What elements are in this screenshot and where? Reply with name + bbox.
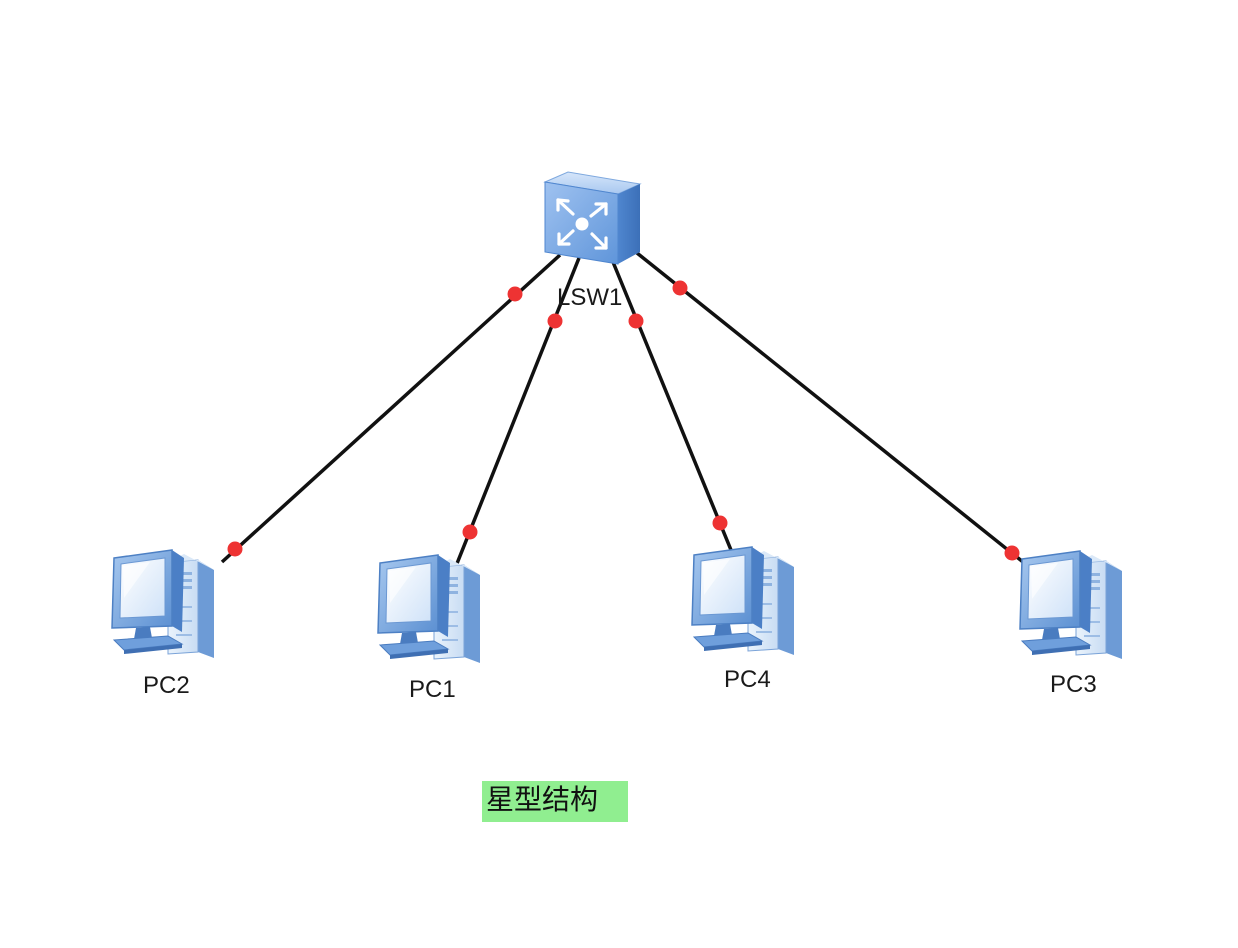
pc-node-pc3[interactable]: PC3 — [1019, 550, 1123, 698]
port-dot — [547, 313, 563, 329]
link-lsw1-pc1[interactable] — [454, 257, 581, 567]
port-dot — [507, 286, 523, 302]
pc-icon — [1019, 550, 1123, 660]
switch-icon — [543, 171, 642, 265]
pc-node-pc4[interactable]: PC4 — [691, 546, 795, 693]
links-layer — [220, 251, 1035, 572]
pc-node-pc2[interactable]: PC2 — [111, 549, 215, 699]
port-dot — [628, 313, 644, 329]
link-lsw1-pc2[interactable] — [220, 253, 562, 564]
port-dot — [227, 541, 243, 557]
pc-label-pc3: PC3 — [1050, 671, 1097, 698]
pc-icon — [111, 549, 215, 659]
link-lsw1-pc3[interactable] — [635, 251, 1035, 572]
caption-text: 星型结构 — [486, 783, 598, 816]
switch-label: LSW1 — [557, 284, 622, 311]
pc-label-pc4: PC4 — [724, 666, 771, 693]
port-dot — [712, 515, 728, 531]
caption-background — [482, 781, 628, 822]
pc-icon — [691, 546, 795, 656]
caption: 星型结构 — [482, 781, 628, 822]
pc-node-pc1[interactable]: PC1 — [377, 554, 481, 703]
pc-label-pc1: PC1 — [409, 676, 456, 703]
pc-icon — [377, 554, 481, 664]
link-lsw1-pc4[interactable] — [611, 261, 733, 551]
pc-label-pc2: PC2 — [143, 672, 190, 699]
port-dot — [462, 524, 478, 540]
switch-lsw1[interactable]: LSW1 — [543, 171, 642, 311]
port-dot — [672, 280, 688, 296]
port-dot — [1004, 545, 1020, 561]
